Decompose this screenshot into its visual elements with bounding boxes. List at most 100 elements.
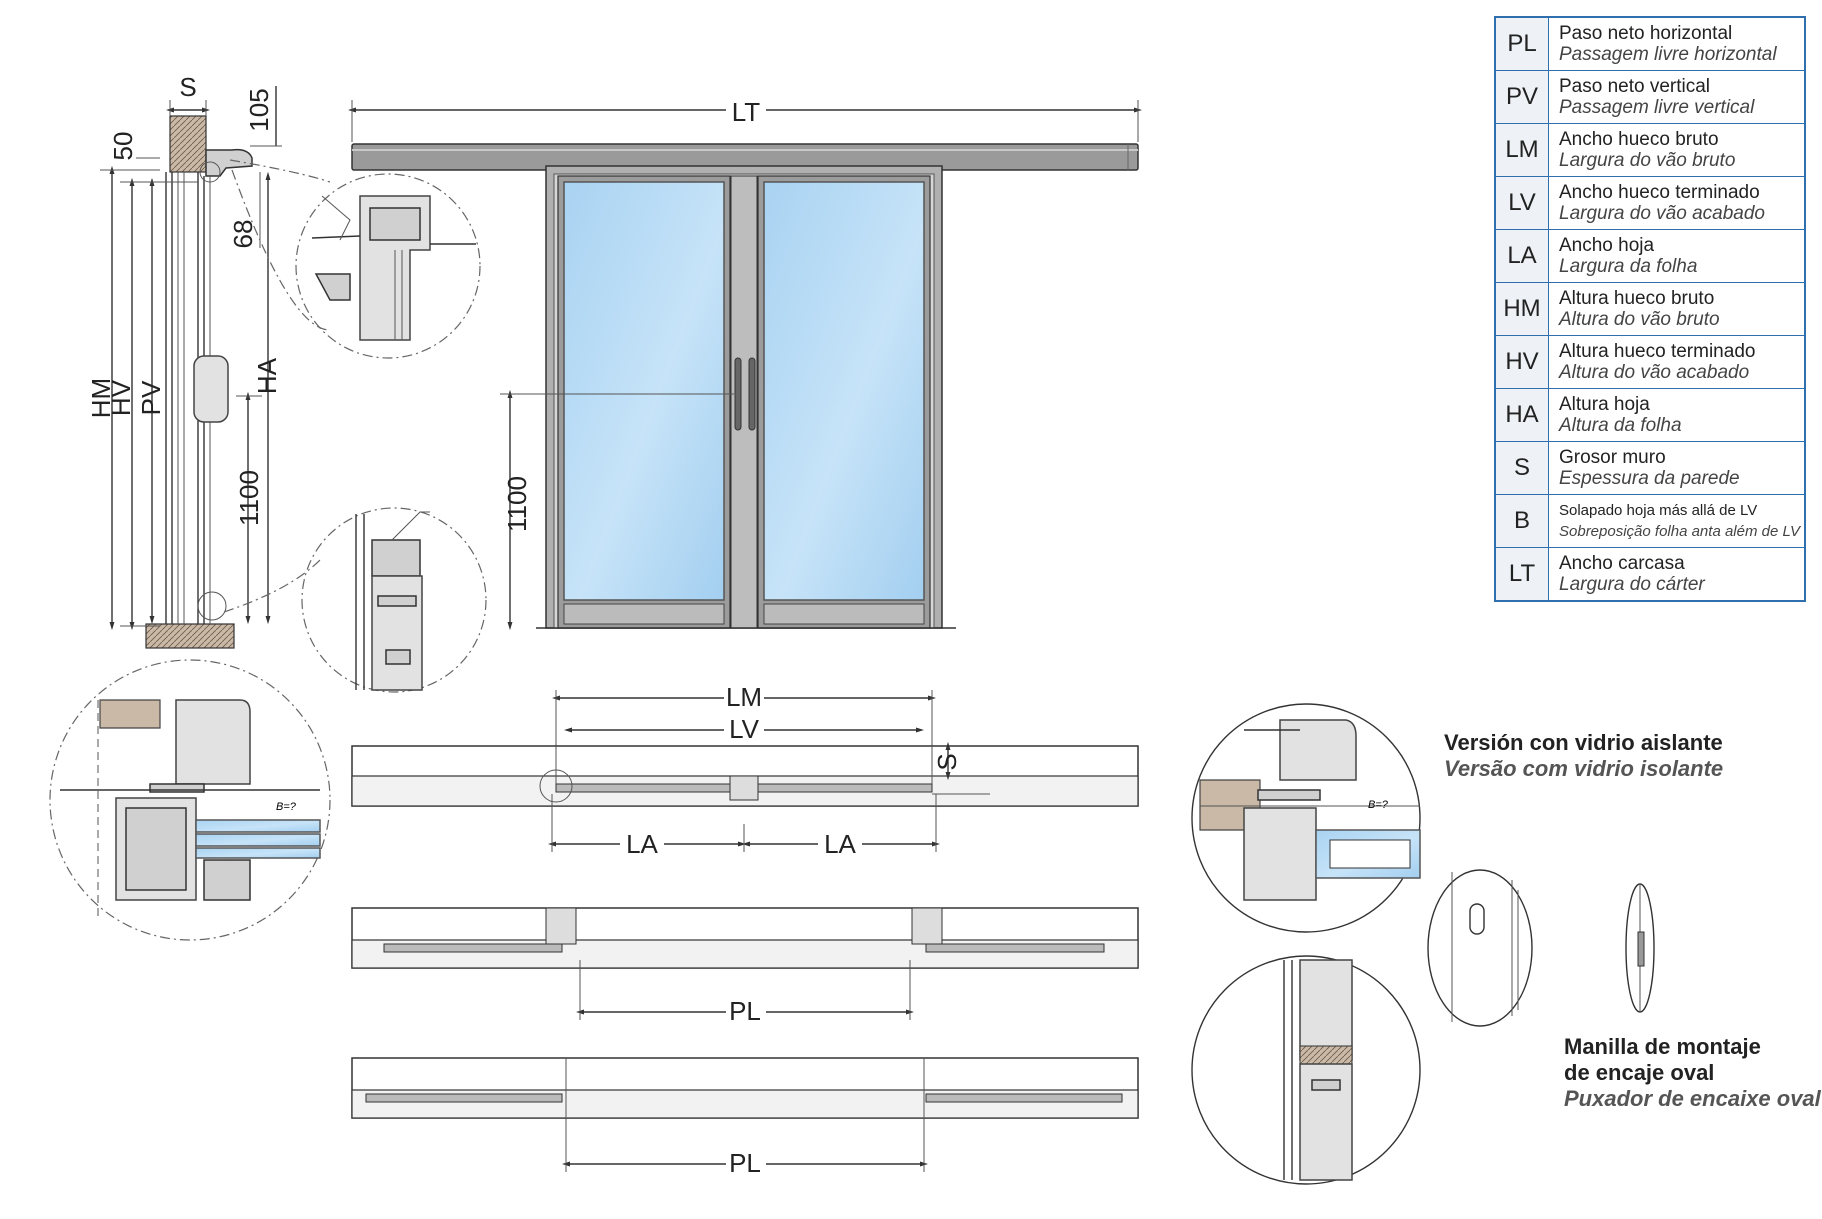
detail-circle-top — [229, 159, 481, 359]
legend-text-es: Ancho hueco bruto — [1559, 129, 1719, 150]
b-label-right: B=? — [1368, 799, 1389, 811]
legend-text-es: Grosor muro — [1559, 447, 1666, 468]
side-section-view: S 105 50 68 HM HV PV HA 1100 — [86, 72, 282, 649]
caption-handle-es-2: de encaje oval — [1564, 1060, 1715, 1085]
caption-handle-es-1: Manilla de montaje — [1564, 1034, 1761, 1059]
legend-code: LT — [1494, 547, 1549, 602]
dim-label-hm: HM — [86, 378, 116, 418]
legend-text-pt: Altura do vão acabado — [1559, 362, 1750, 383]
dim-label-105: 105 — [244, 88, 274, 131]
legend-text-es: Altura hoja — [1559, 394, 1650, 415]
legend-text-es: Ancho carcasa — [1559, 553, 1685, 574]
dim-label-1100-side: 1100 — [234, 470, 264, 526]
dim-label-pl-2: PL — [729, 1148, 761, 1178]
legend-code: PL — [1494, 16, 1549, 71]
oval-handle-icon — [1469, 903, 1485, 935]
legend-text-pt: Sobreposição folha anta além de LV — [1559, 523, 1801, 540]
legend-code: B — [1494, 494, 1549, 548]
caption-insulated: Versión con vidrio aislante Versão com v… — [1444, 730, 1723, 782]
dim-label-ha: HA — [252, 357, 282, 394]
dim-label-la-right: LA — [824, 829, 856, 859]
legend-text-es: Paso neto horizontal — [1559, 23, 1733, 44]
b-label-left: B=? — [276, 801, 297, 813]
dim-label-1100-front: 1100 — [502, 476, 532, 532]
legend-description: Solapado hoja más allá de LV Sobreposição… — [1548, 494, 1806, 548]
legend-text-pt: Largura do vão acabado — [1559, 203, 1765, 224]
caption-handle-pt: Puxador de encaixe oval — [1564, 1086, 1821, 1111]
legend-text-es: Solapado hoja más allá de LV — [1559, 502, 1758, 519]
front-elevation: LT 1100 — [347, 96, 1143, 631]
legend-code: S — [1494, 441, 1549, 495]
legend-code: HV — [1494, 335, 1549, 389]
floor-hatch — [145, 623, 235, 649]
dim-label-la-left: LA — [626, 829, 658, 859]
legend-text-pt: Altura do vão bruto — [1559, 309, 1720, 330]
legend-code: HA — [1494, 388, 1549, 442]
legend-text-pt: Passagem livre horizontal — [1559, 44, 1777, 65]
right-handle — [748, 357, 756, 431]
dim-label-lt: LT — [732, 97, 761, 127]
dim-label-pv: PV — [136, 380, 166, 415]
dim-label-pl-1: PL — [729, 996, 761, 1026]
caption-insulated-pt: Versão com vidrio isolante — [1444, 756, 1724, 781]
legend-text-pt: Passagem livre vertical — [1559, 97, 1755, 118]
caption-insulated-es: Versión con vidrio aislante — [1444, 730, 1723, 755]
legend-text-es: Altura hueco terminado — [1559, 341, 1756, 362]
handle-side — [193, 355, 229, 423]
left-handle — [734, 357, 742, 431]
plan-view-centered: LM LV S LA LA — [351, 682, 1139, 859]
legend-code: LV — [1494, 176, 1549, 230]
legend-text-es: Ancho hoja — [1559, 235, 1655, 256]
legend-code: LM — [1494, 123, 1549, 177]
caption-handle: Manilla de montaje de encaje oval Puxado… — [1564, 1034, 1821, 1112]
legend-text-es: Ancho hueco terminado — [1559, 182, 1760, 203]
dim-label-hv: HV — [106, 379, 136, 416]
legend-text-pt: Altura da folha — [1559, 415, 1682, 436]
detail-oval-handle — [1427, 869, 1655, 1027]
dim-label-s-plan: S — [932, 753, 962, 770]
legend-text-es: Paso neto vertical — [1559, 76, 1711, 97]
plan-view-open-1: PL — [351, 907, 1139, 1026]
legend-code: PV — [1494, 70, 1549, 124]
detail-circle-large-left: B=? — [49, 659, 331, 941]
right-glass — [763, 181, 925, 601]
legend-text-pt: Largura do cárter — [1559, 574, 1705, 595]
dim-label-lm: LM — [726, 682, 762, 712]
dim-label-50: 50 — [108, 132, 138, 161]
dim-label-s: S — [179, 72, 196, 102]
legend-code: LA — [1494, 229, 1549, 283]
detail-circle-bottom — [223, 507, 487, 693]
wall-top-hatch — [169, 115, 207, 173]
legend-text-pt: Largura da folha — [1559, 256, 1698, 277]
plan-view-open-2: PL — [351, 1057, 1139, 1178]
dim-label-lv: LV — [729, 714, 760, 744]
legend-code: HM — [1494, 282, 1549, 336]
legend-text-es: Altura hueco bruto — [1559, 288, 1715, 309]
legend-text-pt: Largura do vão bruto — [1559, 150, 1736, 171]
header-profile — [205, 148, 253, 177]
legend-row-b: B Solapado hoja más allá de LV Sobreposiçã… — [1494, 494, 1806, 548]
legend-text-pt: Espessura da parede — [1559, 468, 1740, 489]
left-glass — [563, 181, 725, 601]
detail-insulated-glass: B=? — [1191, 703, 1421, 933]
